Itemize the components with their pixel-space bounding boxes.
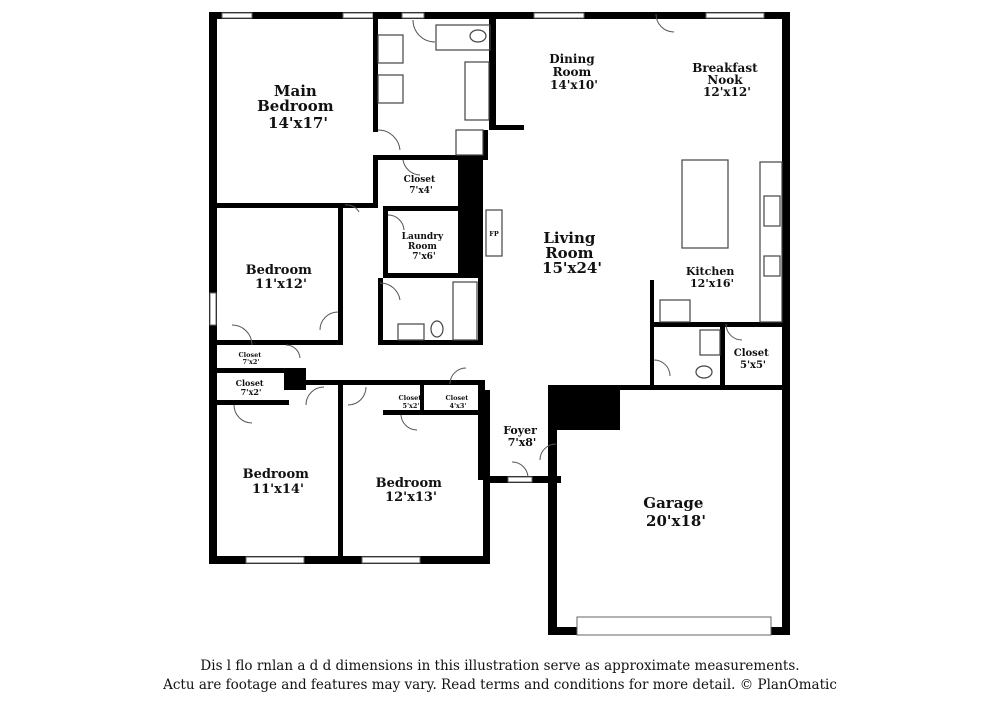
disclaimer-line-1: Dis l flo rnlan a d d dimensions in this… bbox=[200, 658, 800, 674]
laundry-room-label: Laundry Room 7'x6' bbox=[402, 232, 447, 262]
foyer-label: Foyer 7'x8' bbox=[503, 424, 541, 449]
bedroom-2-label: Bedroom 11'x12' bbox=[246, 263, 317, 292]
closet-d-label: Closet 4'x3' bbox=[445, 394, 470, 410]
kitchen-fixtures bbox=[485, 159, 783, 323]
bedroom-4-label: Bedroom 12'x13' bbox=[376, 476, 447, 505]
main-bedroom-label: Main Bedroom 14'x17' bbox=[257, 82, 339, 132]
bathroom-fixtures bbox=[377, 24, 721, 379]
closet-b-label: Closet 7'x2' bbox=[236, 378, 267, 397]
dining-room-label: Dining Room 14'x10' bbox=[549, 52, 599, 92]
door-swings bbox=[231, 13, 743, 478]
fireplace-label: FP bbox=[489, 230, 499, 238]
closet-a-label: Closet 7'x2' bbox=[238, 351, 263, 366]
bedroom-3-label: Bedroom 11'x14' bbox=[243, 467, 314, 497]
kitchen-label: Kitchen 12'x16' bbox=[686, 265, 738, 290]
windows bbox=[209, 12, 772, 636]
kitchen-closet-label: Closet 5'x5' bbox=[734, 348, 773, 371]
main-closet-label: Closet 7'x4' bbox=[404, 175, 439, 196]
closet-c-label: Closet 5'x2' bbox=[398, 394, 423, 410]
garage-label: Garage 20'x18' bbox=[643, 494, 708, 530]
room-labels: Main Bedroom 14'x17' Dining Room 14'x10'… bbox=[236, 52, 773, 530]
disclaimer-line-2: Actu are footage and features may vary. … bbox=[163, 677, 837, 693]
breakfast-nook-label: Breakfast Nook 12'x12' bbox=[692, 61, 762, 99]
floor-plan: Main Bedroom 14'x17' Dining Room 14'x10'… bbox=[209, 12, 790, 636]
interior-walls bbox=[209, 12, 782, 564]
living-room-label: Living Room 15'x24' bbox=[542, 229, 602, 277]
